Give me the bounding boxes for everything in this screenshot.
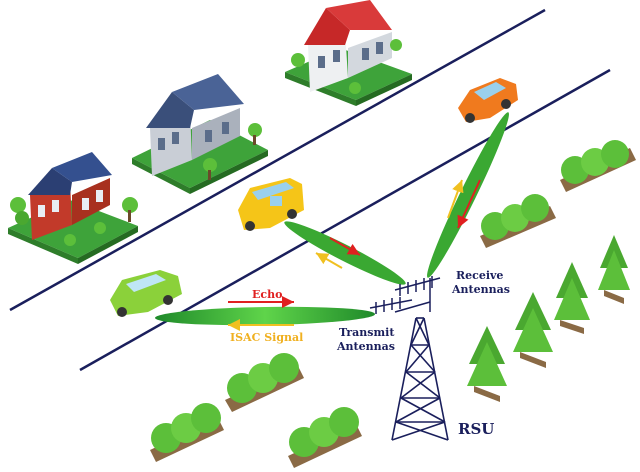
- antenna-array-icon: [369, 276, 441, 314]
- car-green-icon: [110, 270, 182, 317]
- beam-to-green-car: [155, 306, 375, 326]
- arrow-group: [228, 179, 481, 331]
- receive-antennas-label-line1: Receive: [456, 269, 503, 282]
- beam-to-orange-car: [427, 112, 509, 278]
- conifer-tree-icon: [554, 262, 590, 334]
- rsu-label: RSU: [458, 420, 494, 438]
- transmit-antennas-label-line2: Antennas: [336, 340, 395, 353]
- isac-signal-label: ISAC Signal: [230, 331, 303, 344]
- echo-arrow-van: [329, 237, 361, 256]
- car-yellow-icon: [238, 178, 304, 231]
- house-grey-icon: [132, 74, 268, 194]
- beam-to-yellow-van: [284, 221, 406, 285]
- signal-arrow-orange: [447, 179, 464, 219]
- hedge-top-right: [560, 140, 636, 192]
- house-white-icon: [285, 0, 412, 106]
- hedge-bottom-center: [288, 407, 362, 468]
- rsu-tower-icon: [391, 317, 449, 441]
- echo-arrow-orange: [457, 179, 481, 229]
- transmit-antennas-label-line1: Transmit: [339, 326, 395, 339]
- hedge-bottom-far-left: [150, 403, 224, 462]
- receive-antennas-label-line2: Antennas: [451, 283, 510, 296]
- road-line-upper: [9, 8, 546, 312]
- conifer-tree-icon: [513, 292, 553, 368]
- conifer-trees: [467, 235, 630, 402]
- hedge-bottom-left: [225, 353, 304, 412]
- house-red-icon: [8, 152, 138, 264]
- signal-arrow-van: [315, 252, 343, 269]
- echo-label: Echo: [252, 288, 282, 301]
- car-orange-icon: [458, 78, 518, 123]
- hedge-mid-right: [480, 194, 556, 248]
- conifer-tree-icon: [598, 235, 630, 304]
- conifer-tree-icon: [467, 326, 507, 402]
- beam-group: [155, 112, 509, 326]
